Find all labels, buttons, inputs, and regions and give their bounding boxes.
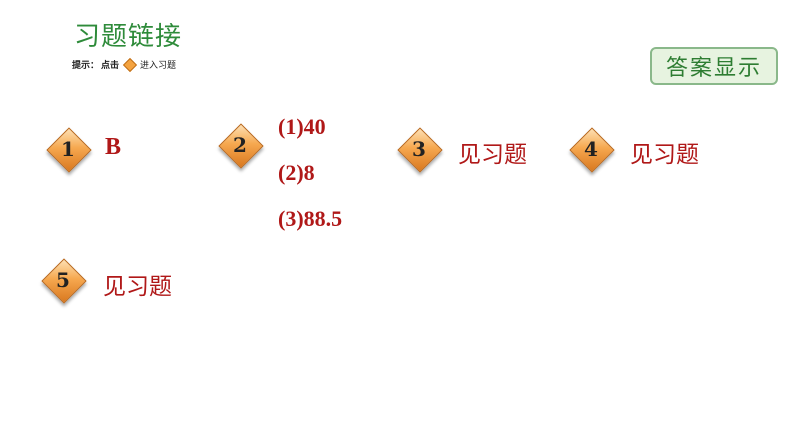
question-1-badge[interactable]: 1: [46, 127, 92, 173]
hint-prefix: 提示：: [72, 61, 100, 71]
question-number: 4: [584, 137, 598, 161]
answer-part-3: (3)88.5: [278, 206, 343, 231]
question-1-answer: B: [105, 134, 122, 160]
hint-suffix: 进入习题: [140, 61, 177, 71]
question-number: 5: [56, 268, 70, 292]
question-number: 3: [412, 137, 426, 161]
question-2-badge[interactable]: 2: [218, 123, 264, 169]
question-number: 2: [233, 133, 247, 157]
answer-part-2: (2)8: [278, 160, 315, 185]
question-5-answer: 见习题: [103, 274, 172, 300]
answer-part-1: (1)40: [278, 114, 326, 139]
page-title: 习题链接: [74, 22, 183, 52]
question-number: 1: [61, 137, 75, 161]
diamond-icon: [122, 57, 138, 72]
question-4-badge[interactable]: 4: [569, 127, 615, 173]
question-3-answer: 见习题: [458, 142, 527, 168]
question-3-badge[interactable]: 3: [397, 127, 443, 173]
question-5-badge[interactable]: 5: [41, 258, 87, 304]
hint-line: 提示： 点击 进入习题: [72, 57, 177, 72]
question-2-answers: (1)40 (2)8 (3)88.5: [278, 113, 342, 251]
show-answers-button[interactable]: 答案显示: [650, 47, 778, 85]
hint-action: 点击: [101, 61, 120, 71]
question-4-answer: 见习题: [630, 142, 699, 168]
